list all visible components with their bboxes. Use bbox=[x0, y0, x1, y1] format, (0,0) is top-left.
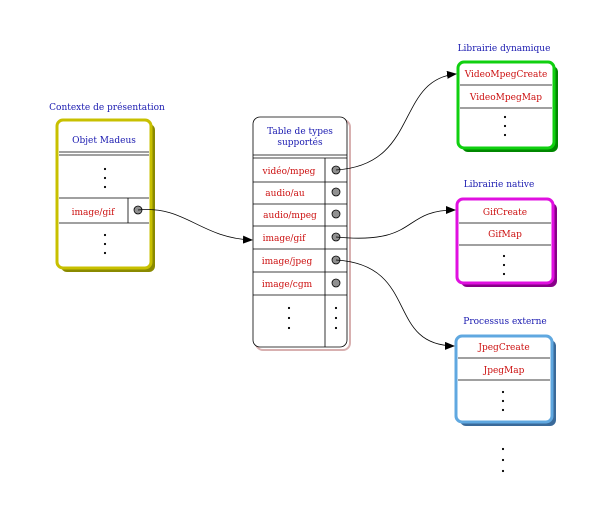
table-row-label: audio/au bbox=[265, 189, 305, 199]
native-title: Librairie native bbox=[464, 180, 535, 190]
table-row: image/cgm bbox=[253, 278, 347, 296]
table-row-port bbox=[331, 209, 341, 219]
native-library-box: Librairie native GifCreate GifMap bbox=[455, 180, 557, 287]
external-ellipsis bbox=[501, 390, 505, 412]
table-row-port bbox=[331, 187, 341, 197]
more-handlers-ellipsis bbox=[501, 447, 505, 473]
connector-jpeg-to-external bbox=[335, 259, 455, 350]
external-entry: JpegCreate bbox=[477, 343, 529, 353]
table-row-port bbox=[331, 278, 341, 288]
native-entry: GifCreate bbox=[483, 208, 527, 218]
native-entry: GifMap bbox=[488, 230, 522, 240]
dynamic-title: Librairie dynamique bbox=[458, 44, 551, 54]
context-title: Contexte de présentation bbox=[49, 102, 165, 113]
dynamic-ellipsis bbox=[503, 115, 507, 137]
external-process-box: Processus externe JpegCreate JpegMap bbox=[454, 317, 556, 426]
table-row-label: vidéo/mpeg bbox=[262, 166, 316, 177]
table-row: audio/au bbox=[253, 187, 347, 205]
dynamic-library-box: Librairie dynamique VideoMpegCreate Vide… bbox=[456, 44, 558, 152]
table-row-label: image/gif bbox=[263, 234, 307, 244]
table-header-line2: supportés bbox=[277, 137, 323, 148]
context-entry: image/gif bbox=[72, 208, 116, 218]
type-table: Table de types supportés vidéo/mpeg audi… bbox=[252, 116, 351, 351]
table-ellipsis bbox=[287, 306, 338, 330]
dynamic-entry: VideoMpegMap bbox=[469, 93, 542, 103]
table-row-label: audio/mpeg bbox=[263, 211, 317, 221]
dynamic-entry: VideoMpegCreate bbox=[464, 70, 548, 80]
external-title: Processus externe bbox=[463, 317, 546, 327]
table-row-label: image/jpeg bbox=[262, 257, 313, 267]
connector-video-to-dynamic bbox=[335, 70, 457, 171]
context-box: Contexte de présentation Objet Madeus im… bbox=[49, 102, 165, 272]
connector-gif-to-native bbox=[335, 206, 456, 239]
external-entry: JpegMap bbox=[483, 366, 525, 376]
connector-context-to-table bbox=[137, 209, 253, 244]
table-row-label: image/cgm bbox=[262, 280, 313, 290]
table-row: audio/mpeg bbox=[253, 209, 347, 227]
context-ellipsis-bottom bbox=[103, 233, 107, 255]
native-ellipsis bbox=[502, 254, 506, 276]
table-header-line1: Table de types bbox=[267, 127, 333, 137]
context-header: Objet Madeus bbox=[72, 136, 136, 146]
context-ellipsis-top bbox=[103, 167, 107, 189]
